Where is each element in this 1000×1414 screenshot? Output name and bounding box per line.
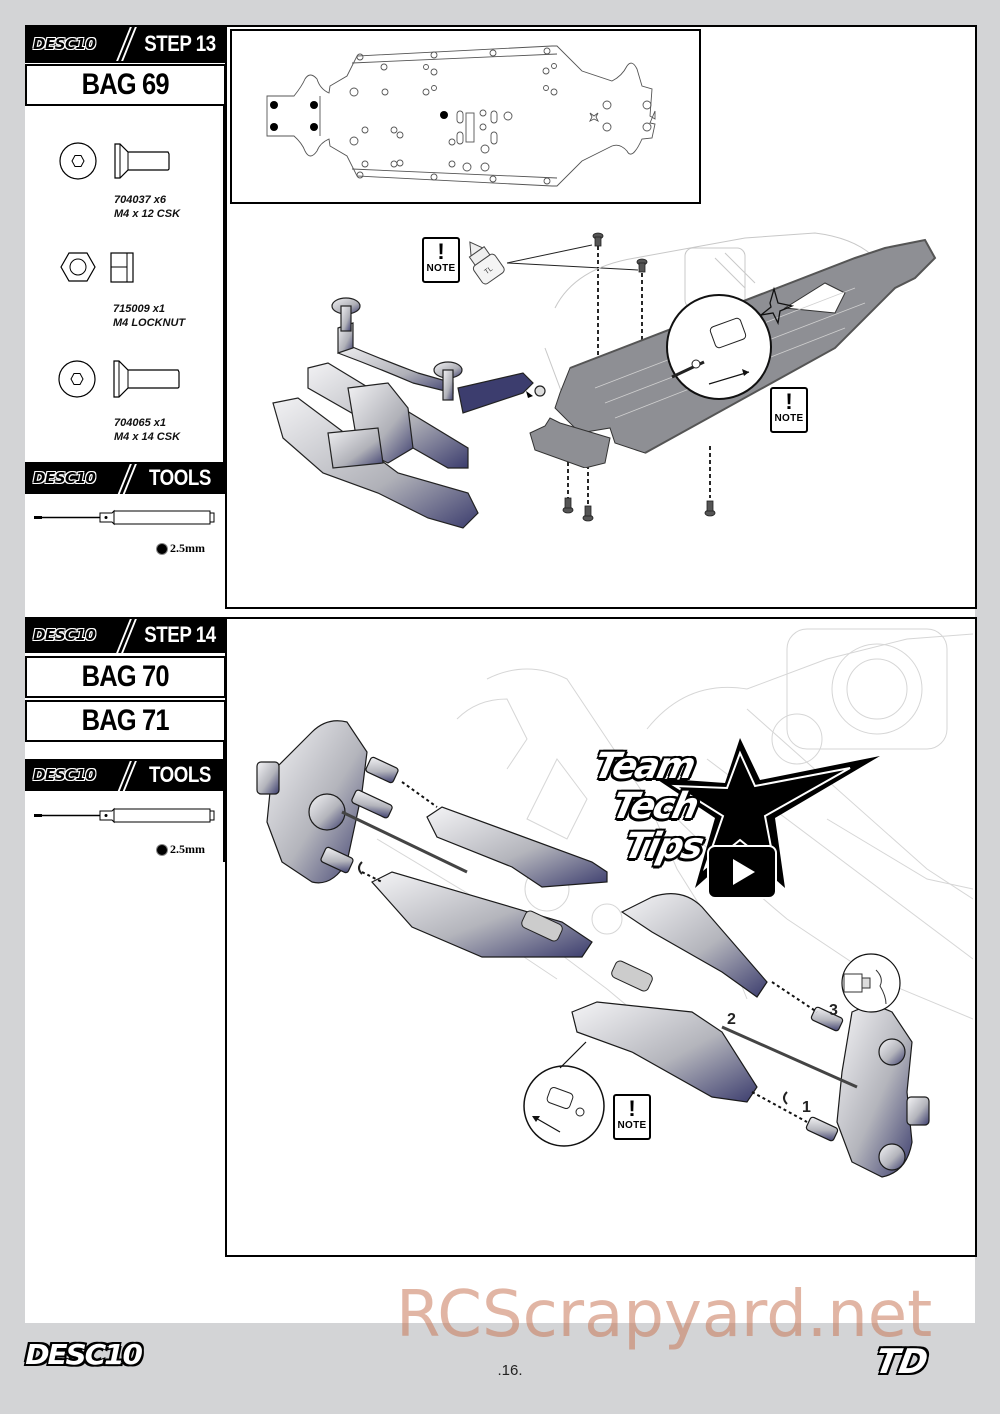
part-desc: M4 x 14 CSK: [114, 431, 181, 443]
step-14-label: STEP 14: [144, 622, 216, 647]
divider-slashes: [117, 25, 135, 63]
part-desc: M4 x 12 CSK: [114, 208, 181, 220]
exclamation-icon: !: [437, 239, 445, 264]
hex-size-icon: [157, 844, 167, 855]
brand-logo: DESC10: [33, 766, 96, 784]
watermark: RCScrapyard.net: [396, 1278, 933, 1352]
note-badge: ! NOTE: [770, 387, 808, 433]
bag-70-label: BAG 70: [25, 656, 226, 698]
threadlock-bottle-icon: TL: [468, 241, 639, 285]
step-14-header: DESC10 STEP 14: [25, 617, 225, 653]
page-number: .16.: [497, 1362, 523, 1379]
bag-69-label: BAG 69: [25, 64, 226, 106]
play-video-button[interactable]: [707, 845, 777, 899]
brand-logo: DESC10: [33, 35, 96, 53]
inset-leader-line: [559, 1041, 587, 1069]
divider-slashes: [117, 759, 135, 791]
tool-size: 2.5mm: [157, 842, 205, 857]
countersunk-screw-icon: [58, 360, 180, 398]
note-badge: ! NOTE: [613, 1094, 651, 1140]
callout-number: 2: [727, 1011, 736, 1028]
exclamation-icon: !: [628, 1096, 636, 1121]
hex-driver-icon: [34, 509, 215, 526]
part-code: 704037 x6: [114, 194, 166, 206]
hex-size-icon: [157, 543, 167, 554]
driveshaft-detail-inset: [666, 294, 772, 400]
brand-logo: DESC10: [33, 469, 96, 487]
team-tech-tips-logo[interactable]: Team Tech Tips: [585, 738, 885, 899]
footer-brand-logo: DESC10: [25, 1338, 143, 1371]
part-code: 704065 x1: [114, 417, 166, 429]
locknut-icon: [60, 252, 134, 283]
callout-number: 3: [829, 1002, 838, 1019]
part-desc: M4 LOCKNUT: [113, 317, 186, 329]
chassis-plate-drawing: [266, 45, 656, 187]
part-code: 715009 x1: [113, 303, 165, 315]
column-divider: [223, 105, 225, 465]
front-bulkhead-assembly-drawing: [272, 297, 546, 529]
threadlock-label: TL: [484, 266, 495, 276]
td-logo: TD: [872, 1342, 931, 1382]
tool-size: 2.5mm: [157, 541, 205, 556]
chassis-background-drawing: [376, 628, 973, 1040]
exclamation-icon: !: [785, 389, 793, 414]
tools-header: DESC10 TOOLS: [25, 462, 225, 494]
rear-suspension-assembly-drawing: [256, 720, 930, 1178]
step-13-header: DESC10 STEP 13: [25, 25, 225, 63]
divider-slashes: [117, 462, 135, 494]
pivot-ball-detail-inset: [841, 953, 901, 1013]
play-icon: [733, 859, 755, 885]
bag-71-label: BAG 71: [25, 700, 226, 742]
chassis-top-view: [230, 29, 701, 204]
callout-number: 1: [802, 1099, 811, 1116]
driveshaft-cup-detail-inset: [523, 1065, 605, 1147]
tools-header: DESC10 TOOLS: [25, 759, 225, 791]
step-13-label: STEP 13: [144, 31, 216, 56]
countersunk-screw-icon: [59, 142, 170, 180]
note-badge: ! NOTE: [422, 237, 460, 283]
hex-driver-icon: [34, 807, 215, 824]
tools-label: TOOLS: [149, 762, 211, 787]
divider-slashes: [117, 617, 135, 653]
tools-label: TOOLS: [149, 465, 211, 490]
column-divider: [223, 742, 225, 862]
brand-logo: DESC10: [33, 626, 96, 644]
